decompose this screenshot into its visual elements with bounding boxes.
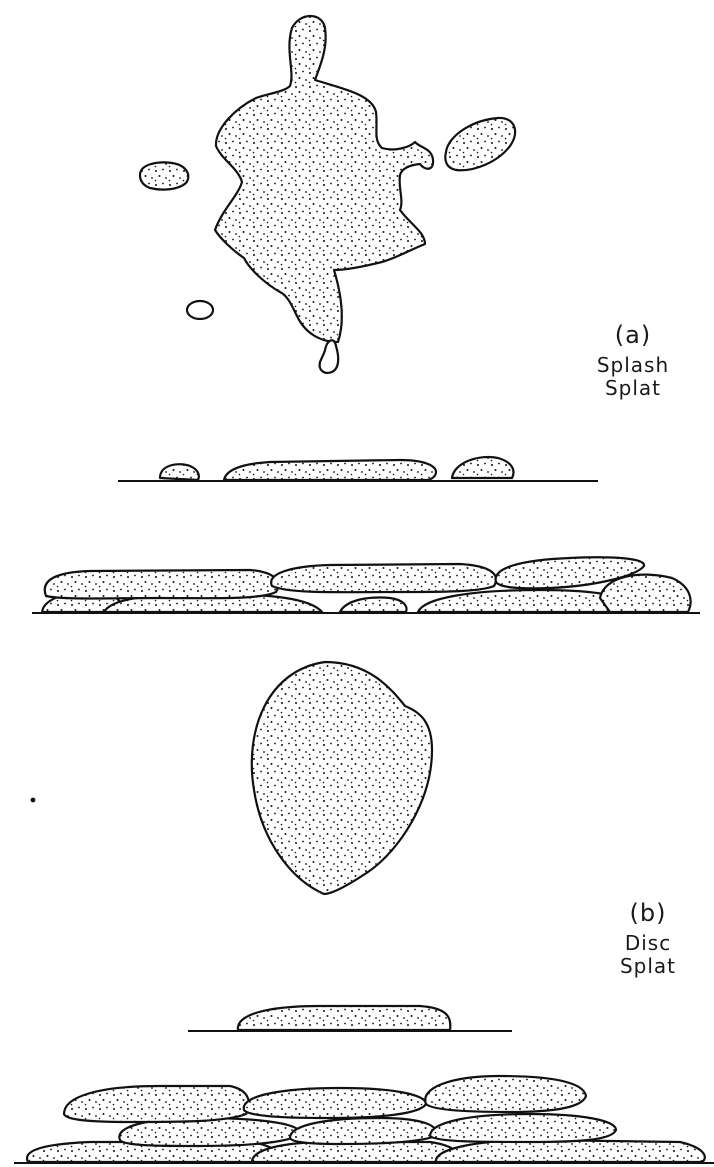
splash-layer-bottom-3	[340, 598, 406, 612]
panel-b-label: (b) Disc Splat	[592, 900, 704, 978]
splash-main-body	[215, 16, 433, 342]
splash-stacked-layers	[32, 557, 700, 613]
splash-droplet-small	[187, 301, 213, 319]
panel-b-line2: Splat	[592, 955, 704, 978]
splash-splat-side-view	[118, 457, 598, 481]
disc-splat-side-view	[188, 1006, 512, 1031]
splash-layer-mid-1	[45, 570, 278, 599]
splash-fragment-left	[140, 162, 188, 189]
panel-a-line2: Splat	[578, 377, 688, 400]
disc-layer-top-2	[244, 1088, 426, 1118]
disc-layer-top-1	[64, 1086, 249, 1122]
stray-dot	[31, 798, 36, 803]
panel-a-tag: (a)	[578, 322, 688, 350]
splash-splat-top-view	[140, 16, 515, 373]
disc-layer-top-3	[425, 1076, 586, 1112]
disc-stacked-layers	[14, 1076, 714, 1163]
disc-layer-mid-3	[430, 1114, 616, 1142]
splash-layer-mid-2	[271, 564, 496, 592]
splash-fragment-right	[445, 118, 515, 170]
panel-b-tag: (b)	[592, 900, 704, 928]
splash-side-drop-left	[160, 464, 199, 480]
disc-splat-top-view	[31, 662, 432, 894]
disc-layer-bottom-3	[436, 1140, 705, 1162]
splash-droplet-tail	[320, 340, 339, 373]
splash-layer-bottom-4	[418, 590, 632, 612]
splash-layer-edge	[600, 575, 691, 612]
disc-top-body	[252, 662, 432, 894]
splash-side-drop-main	[224, 460, 436, 480]
disc-layer-mid-2	[290, 1118, 437, 1144]
splash-side-drop-right	[452, 457, 513, 478]
disc-side-drop	[238, 1006, 450, 1030]
panel-a-line1: Splash	[578, 354, 688, 377]
panel-a-label: (a) Splash Splat	[578, 322, 688, 400]
panel-b-line1: Disc	[592, 932, 704, 955]
